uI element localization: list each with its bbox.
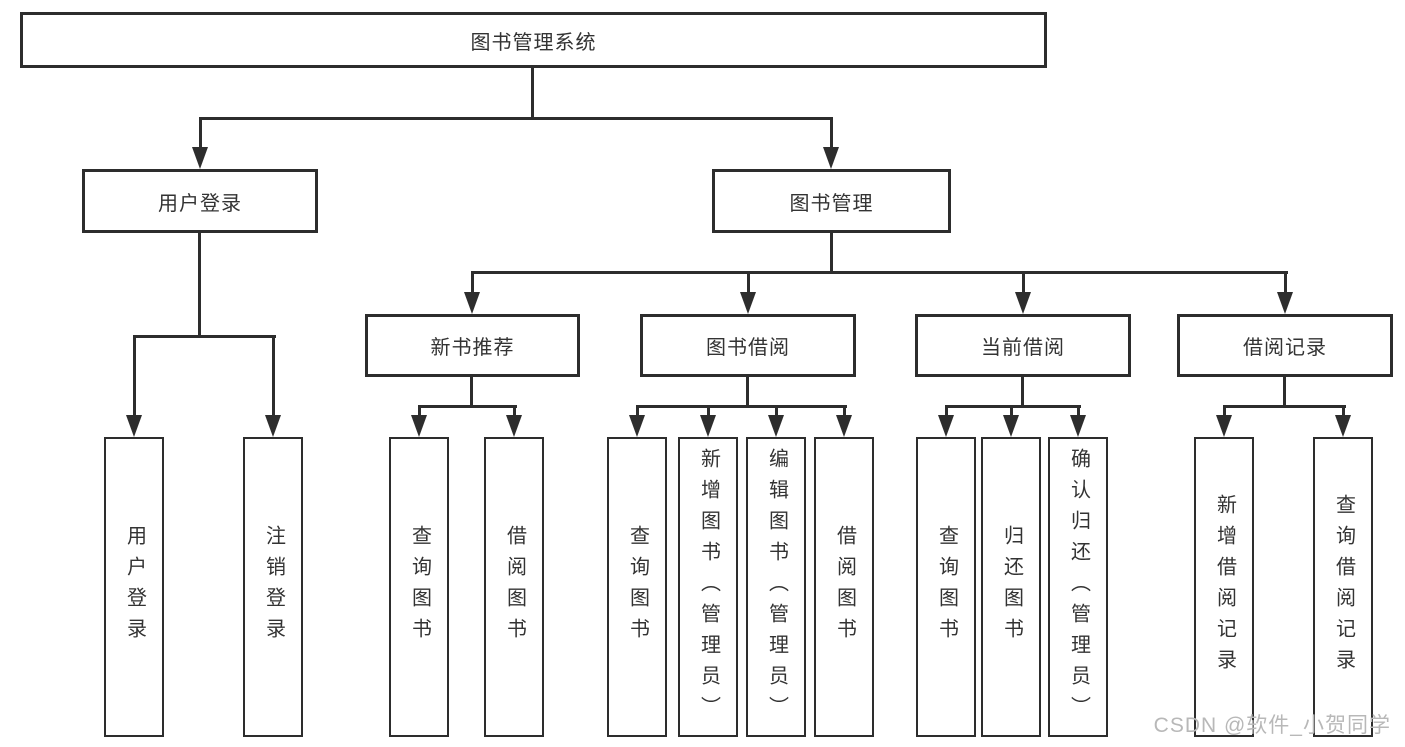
down-arrow: [1277, 271, 1293, 314]
connector-branch: [199, 117, 832, 120]
leaf-confirm-return-admin: 确认归还（管理员）: [1048, 437, 1108, 737]
down-arrow: [464, 271, 480, 314]
down-arrow: [823, 117, 839, 169]
down-arrow: [1335, 405, 1351, 437]
leaf-query-borrow-record: 查询借阅记录: [1313, 437, 1373, 737]
connector-stem: [1021, 377, 1024, 405]
node-new-book-recommendation: 新书推荐: [365, 314, 580, 377]
leaf-label: 注销登录: [262, 525, 285, 649]
leaf-label: 归还图书: [1000, 525, 1023, 649]
leaf-label: 编辑图书（管理员）: [765, 447, 788, 727]
leaf-logout: 注销登录: [243, 437, 303, 737]
leaf-label: 新增图书（管理员）: [697, 447, 720, 727]
leaf-user-login: 用户登录: [104, 437, 164, 737]
down-arrow: [1015, 271, 1031, 314]
down-arrow: [192, 117, 208, 169]
connector-stem: [830, 233, 833, 271]
connector-stem: [1283, 377, 1286, 405]
leaf-label: 借阅图书: [833, 525, 856, 649]
down-arrow: [768, 405, 784, 437]
leaf-add-books-admin: 新增图书（管理员）: [678, 437, 738, 737]
down-arrow: [740, 271, 756, 314]
csdn-watermark: CSDN @软件_小贺同学: [1153, 714, 1391, 737]
leaf-query-books-recommend: 查询图书: [389, 437, 449, 737]
node-borrowing-records: 借阅记录: [1177, 314, 1393, 377]
connector-branch: [419, 405, 517, 408]
down-arrow: [126, 335, 142, 437]
node-library-management-system: 图书管理系统: [20, 12, 1047, 68]
down-arrow: [506, 405, 522, 437]
connector-branch: [472, 271, 1288, 274]
connector-stem: [531, 68, 534, 117]
node-current-borrowing: 当前借阅: [915, 314, 1131, 377]
leaf-edit-books-admin: 编辑图书（管理员）: [746, 437, 806, 737]
down-arrow: [938, 405, 954, 437]
connector-branch: [946, 405, 1081, 408]
down-arrow: [629, 405, 645, 437]
leaf-return-books: 归还图书: [981, 437, 1041, 737]
leaf-label: 查询图书: [935, 525, 958, 649]
node-book-borrowing: 图书借阅: [640, 314, 856, 377]
connector-branch: [637, 405, 847, 408]
connector-stem: [198, 233, 201, 335]
connector-branch: [1224, 405, 1346, 408]
node-book-management: 图书管理: [712, 169, 951, 233]
down-arrow: [836, 405, 852, 437]
connector-branch: [134, 335, 276, 338]
down-arrow: [265, 335, 281, 437]
leaf-query-books-current: 查询图书: [916, 437, 976, 737]
leaf-label: 新增借阅记录: [1213, 494, 1236, 680]
leaf-label: 用户登录: [123, 525, 146, 649]
leaf-label: 借阅图书: [503, 525, 526, 649]
leaf-label: 查询图书: [408, 525, 431, 649]
leaf-label: 确认归还（管理员）: [1067, 447, 1090, 727]
down-arrow: [1070, 405, 1086, 437]
leaf-query-books-borrowing: 查询图书: [607, 437, 667, 737]
leaf-label: 查询借阅记录: [1332, 494, 1355, 680]
down-arrow: [411, 405, 427, 437]
leaf-label: 查询图书: [626, 525, 649, 649]
down-arrow: [1216, 405, 1232, 437]
down-arrow: [1003, 405, 1019, 437]
leaf-borrow-books-recommend: 借阅图书: [484, 437, 544, 737]
leaf-add-borrow-record: 新增借阅记录: [1194, 437, 1254, 737]
node-user-login: 用户登录: [82, 169, 318, 233]
leaf-borrow-books: 借阅图书: [814, 437, 874, 737]
down-arrow: [700, 405, 716, 437]
connector-stem: [746, 377, 749, 405]
connector-stem: [470, 377, 473, 405]
